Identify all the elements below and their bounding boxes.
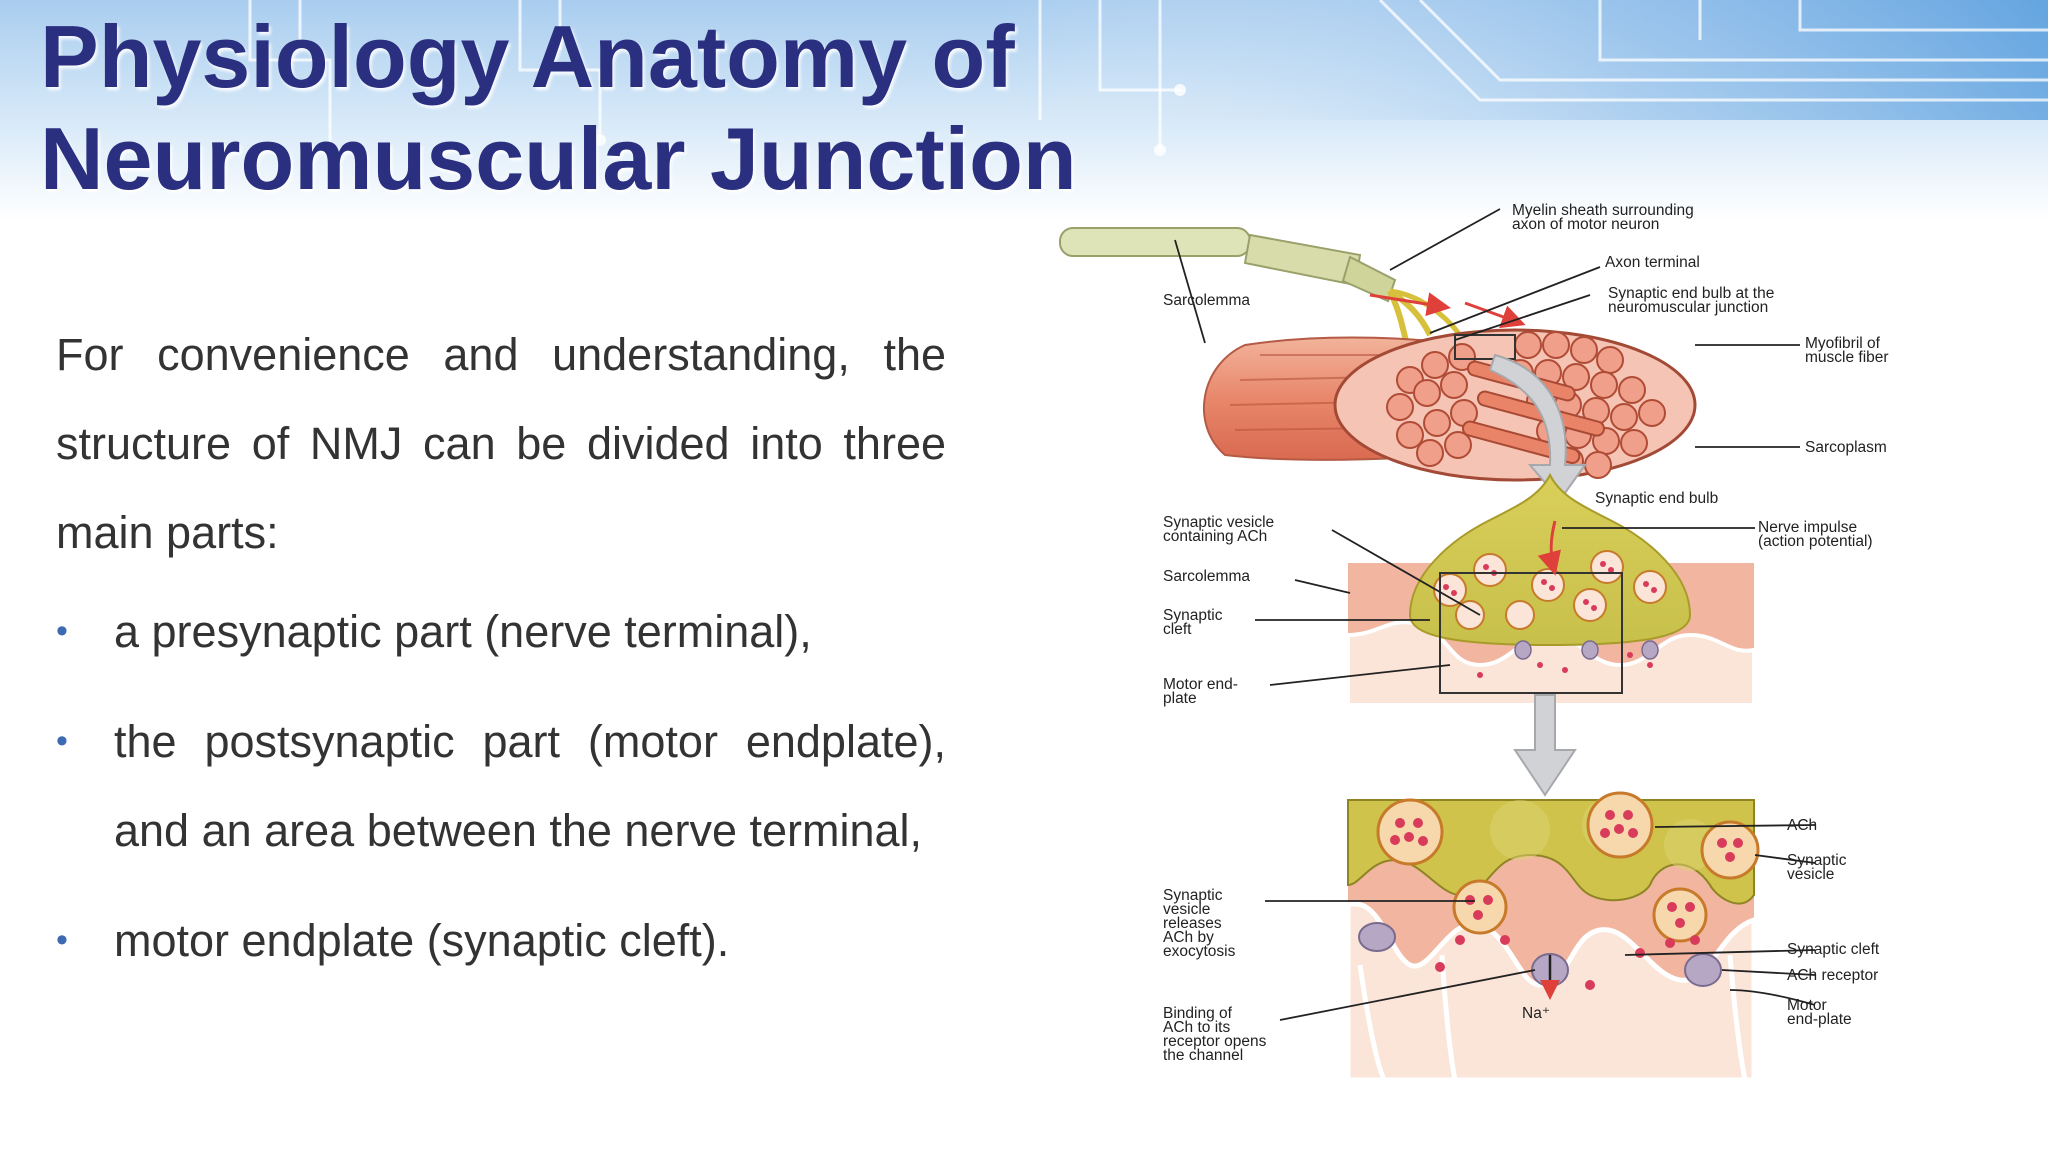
label-nerve-impulse-1: Nerve impulse: [1758, 519, 1857, 536]
label-sodium: Na⁺: [1522, 1005, 1550, 1022]
label-motor-end-plate-bottom-2: end-plate: [1787, 1011, 1852, 1028]
nmj-anatomy-figure: Myelin sheath surrounding axon of motor …: [1059, 202, 1889, 1083]
label-ach-receptor: ACh receptor: [1787, 967, 1878, 984]
label-motor-end-plate-1: Motor end-: [1163, 676, 1238, 693]
label-releases-5: exocytosis: [1163, 943, 1236, 960]
intro-paragraph: For convenience and understanding, the s…: [56, 329, 946, 558]
label-cleft-mid-1: Synaptic: [1163, 607, 1223, 624]
figure-labels: Myelin sheath surrounding axon of motor …: [1163, 202, 1889, 1064]
synaptic-end-bulb-panel: [1346, 472, 1756, 797]
label-sarcolemma-mid: Sarcolemma: [1163, 568, 1250, 585]
label-myelin-1: Myelin sheath surrounding: [1512, 202, 1694, 219]
slide-title: Physiology Anatomy of Neuromuscular Junc…: [40, 6, 1077, 210]
leader-lines-middle: [1255, 527, 1755, 686]
label-releases-4: ACh by: [1163, 929, 1214, 946]
label-synaptic-vesicle-1: Synaptic: [1787, 852, 1847, 869]
label-cleft-bottom: Synaptic cleft: [1787, 941, 1880, 958]
label-binding-4: the channel: [1163, 1047, 1243, 1064]
label-axon-terminal: Axon terminal: [1605, 254, 1700, 271]
label-vesicle-ach-1: Synaptic vesicle: [1163, 514, 1274, 531]
label-releases-1: Synaptic: [1163, 887, 1223, 904]
label-binding-3: receptor opens: [1163, 1033, 1267, 1050]
label-motor-end-plate-2: plate: [1163, 690, 1197, 707]
label-ach: ACh: [1787, 817, 1817, 834]
label-motor-end-plate-bottom-1: Motor: [1787, 997, 1827, 1014]
bullet-list: • a presynaptic part (nerve terminal), • t…: [56, 587, 946, 985]
label-myofibril-1: Myofibril of: [1805, 335, 1881, 352]
label-releases-2: vesicle: [1163, 901, 1210, 918]
bullet-dot-icon: •: [56, 722, 68, 760]
label-myelin-2: axon of motor neuron: [1512, 216, 1659, 233]
label-sarcoplasm: Sarcoplasm: [1805, 439, 1887, 456]
header-circuit-background: [0, 0, 2048, 220]
label-binding-2: ACh to its: [1163, 1019, 1230, 1036]
title-line-1: Physiology Anatomy of: [40, 7, 1015, 106]
label-end-bulb: Synaptic end bulb: [1595, 490, 1718, 507]
bullet-text: a presynaptic part (nerve terminal),: [114, 606, 812, 657]
leader-lines-bottom: [1265, 824, 1816, 1021]
bullet-item-postsynaptic: • the postsynaptic part (motor endplate),…: [56, 697, 946, 875]
label-sarcolemma-top: Sarcolemma: [1163, 292, 1250, 309]
muscle-fiber-overview: [1059, 227, 1697, 502]
label-nerve-impulse-2: (action potential): [1758, 533, 1873, 550]
label-cleft-mid-2: cleft: [1163, 621, 1192, 638]
label-end-bulb-nmj-1: Synaptic end bulb at the: [1608, 285, 1774, 302]
label-end-bulb-nmj-2: neuromuscular junction: [1608, 299, 1768, 316]
label-synaptic-vesicle-2: vesicle: [1787, 866, 1834, 883]
bullet-dot-icon: •: [56, 921, 68, 959]
bullet-dot-icon: •: [56, 612, 68, 650]
bullet-text: the postsynaptic part (motor endplate), …: [114, 716, 946, 856]
bullet-text: motor endplate (synaptic cleft).: [114, 915, 730, 966]
leader-lines-top: [1174, 208, 1800, 448]
synaptic-cleft-detail-panel: [1345, 791, 1760, 1083]
label-myofibril-2: muscle fiber: [1805, 349, 1889, 366]
label-binding-1: Binding of: [1163, 1005, 1233, 1022]
slide-body: For convenience and understanding, the s…: [56, 310, 946, 1006]
label-releases-3: releases: [1163, 915, 1222, 932]
bullet-item-synaptic-cleft: • motor endplate (synaptic cleft).: [56, 896, 946, 985]
bullet-item-presynaptic: • a presynaptic part (nerve terminal),: [56, 587, 946, 676]
label-vesicle-ach-2: containing ACh: [1163, 528, 1267, 545]
title-line-2: Neuromuscular Junction: [40, 109, 1077, 208]
